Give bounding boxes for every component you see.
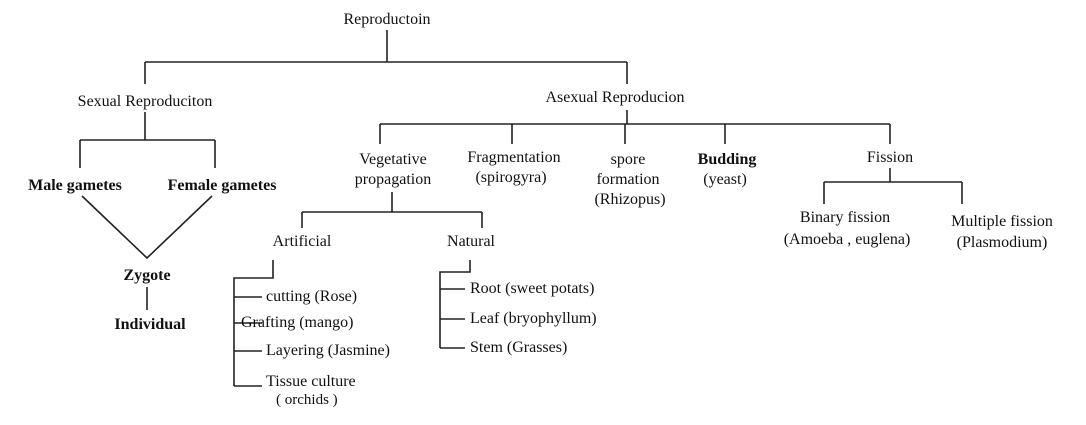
connector-natural — [439, 260, 471, 349]
budding-line1: Budding — [697, 151, 757, 168]
connector-artificial — [233, 260, 274, 387]
sexual-reproduction-node: Sexual Reproduciton — [77, 93, 213, 110]
vegetative-propagation-line1: Vegetative — [359, 151, 427, 168]
fission-node: Fission — [866, 149, 914, 166]
vegetative-propagation-line2: propagation — [354, 171, 432, 188]
fragmentation-line1: Fragmentation — [467, 149, 561, 166]
natural-item-leaf: Leaf (bryophyllum) — [470, 310, 597, 327]
connector-fission — [823, 168, 963, 204]
natural-item-root: Root (sweet potats) — [470, 280, 595, 297]
artificial-item-cutting: cutting (Rose) — [266, 288, 358, 305]
artificial-item-layering: Layering (Jasmine) — [266, 342, 390, 359]
artificial-node: Artificial — [272, 233, 332, 250]
artificial-item-grafting: Grafting (mango) — [241, 314, 354, 331]
natural-item-stem: Stem (Grasses) — [470, 339, 568, 356]
spore-formation-line1: spore — [610, 151, 646, 168]
male-gametes-node: Male gametes — [28, 177, 122, 194]
individual-node: Individual — [114, 316, 186, 333]
natural-node: Natural — [447, 233, 495, 250]
artificial-item-tissue-culture: Tissue culture — [266, 373, 356, 390]
connector-asexual — [379, 110, 891, 144]
asexual-reproduction-node: Asexual Reproducion — [545, 89, 685, 106]
binary-fission-line1: Binary fission — [799, 209, 891, 226]
female-gametes-node: Female gametes — [167, 177, 277, 194]
budding-line2: (yeast) — [703, 171, 747, 188]
multiple-fission-line1: Multiple fission — [951, 213, 1053, 230]
zygote-node: Zygote — [123, 267, 171, 284]
multiple-fission-line2: (Plasmodium) — [956, 234, 1048, 251]
fragmentation-line2: (spirogyra) — [475, 169, 547, 186]
binary-fission-line2: (Amoeba , euglena) — [783, 231, 911, 248]
connector-gametes-zygote — [81, 195, 213, 260]
root-node: Reproductoin — [343, 11, 431, 28]
connector-sexual — [79, 112, 216, 168]
connector-root — [144, 30, 628, 84]
artificial-item-orchids: ( orchids ) — [276, 392, 338, 408]
connector-vegetative — [301, 192, 483, 228]
spore-formation-line3: (Rhizopus) — [594, 191, 666, 208]
spore-formation-line2: formation — [596, 171, 660, 188]
